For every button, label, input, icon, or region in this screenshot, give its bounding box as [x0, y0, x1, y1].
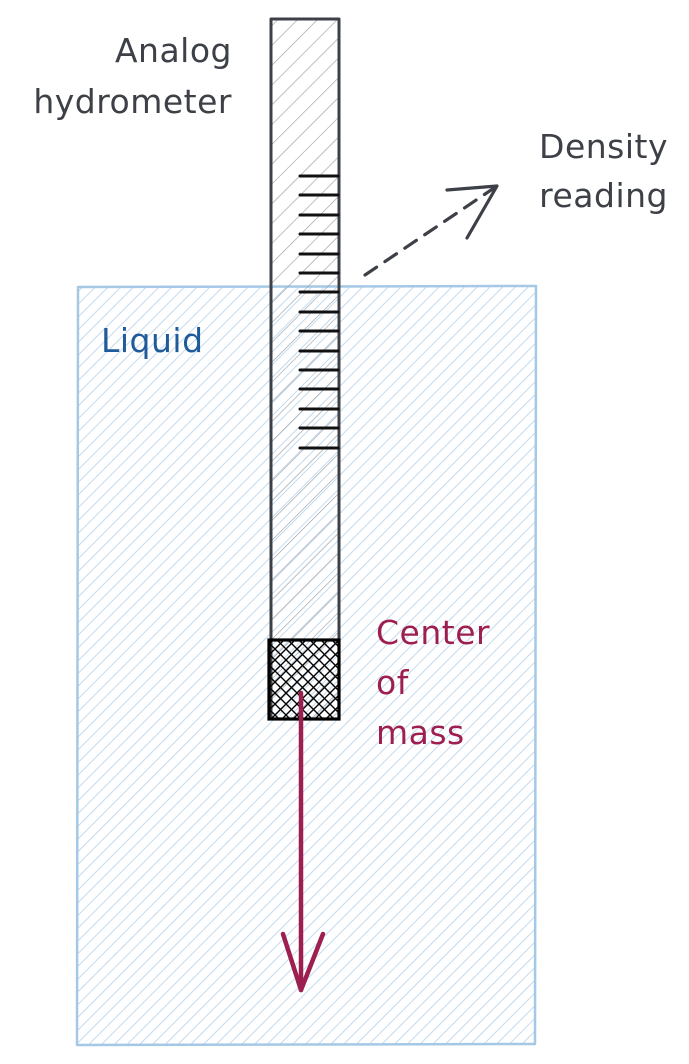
- density-reading-label-line2: reading: [539, 176, 668, 215]
- density-reading-label-line1: Density: [539, 127, 668, 166]
- weighted-bulb: [267, 638, 341, 721]
- hydrometer-label-line2: hydrometer: [33, 82, 232, 121]
- graduation-scale: [298, 174, 340, 450]
- weight-arrow: [280, 690, 326, 993]
- center-of-mass-label-line2: of: [376, 663, 410, 702]
- density-reading-arrow: [363, 184, 499, 277]
- hydrometer-label-line1: Analog: [115, 31, 232, 70]
- liquid-label: Liquid: [101, 321, 204, 360]
- center-of-mass-label-line3: mass: [376, 713, 465, 752]
- center-of-mass-label-line1: Center: [376, 613, 490, 652]
